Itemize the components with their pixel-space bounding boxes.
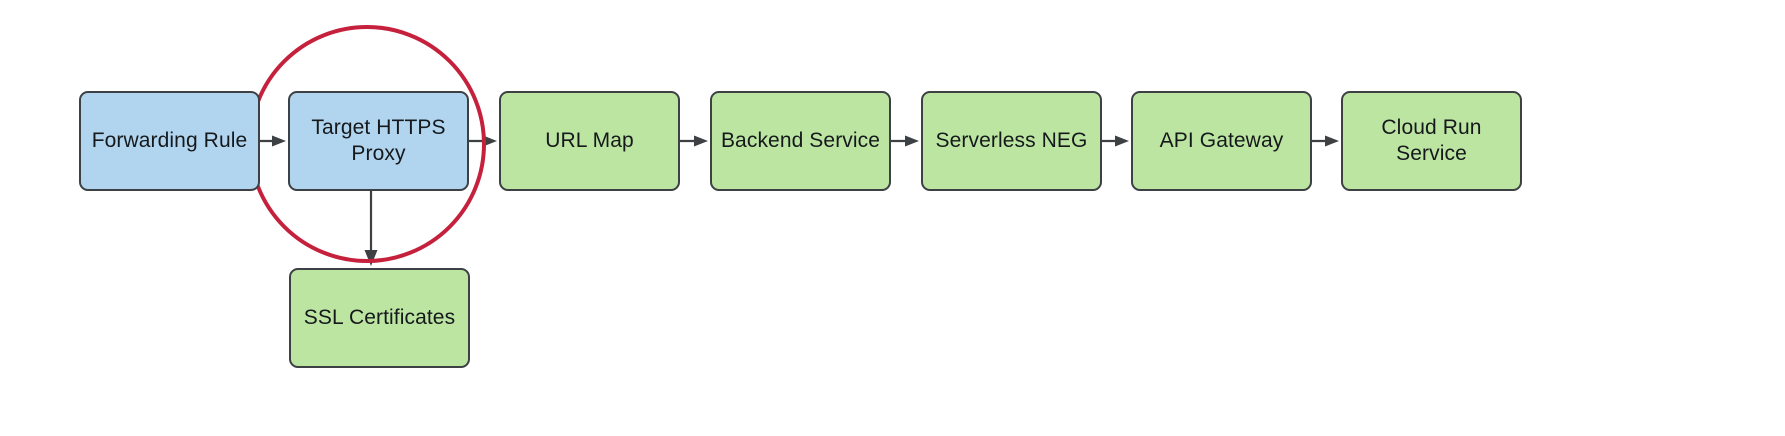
edge-api-gateway-to-cloud-run-service bbox=[1312, 135, 1339, 147]
node-backend-service[interactable]: Backend Service bbox=[710, 91, 891, 191]
node-label: URL Map bbox=[545, 128, 634, 152]
edge-target-https-proxy-to-url-map bbox=[469, 135, 497, 147]
node-label: Backend Service bbox=[720, 128, 881, 152]
node-label: Target HTTPS Proxy bbox=[311, 115, 446, 165]
node-label: Serverless NEG bbox=[935, 128, 1088, 152]
node-label: SSL Certificates bbox=[303, 305, 456, 329]
node-url-map[interactable]: URL Map bbox=[499, 91, 680, 191]
edge-forwarding-rule-to-target-https-proxy bbox=[260, 135, 286, 147]
node-target-https-proxy[interactable]: Target HTTPS Proxy bbox=[288, 91, 469, 191]
node-label: Forwarding Rule bbox=[91, 128, 248, 152]
edge-backend-service-to-serverless-neg bbox=[891, 135, 919, 147]
node-forwarding-rule[interactable]: Forwarding Rule bbox=[79, 91, 260, 191]
node-label: API Gateway bbox=[1159, 128, 1284, 152]
node-ssl-certificates[interactable]: SSL Certificates bbox=[289, 268, 470, 368]
node-serverless-neg[interactable]: Serverless NEG bbox=[921, 91, 1102, 191]
node-api-gateway[interactable]: API Gateway bbox=[1131, 91, 1312, 191]
edge-target-https-proxy-to-ssl-certificates bbox=[364, 191, 378, 266]
node-cloud-run-service[interactable]: Cloud Run Service bbox=[1341, 91, 1522, 191]
node-label: Cloud Run Service bbox=[1381, 115, 1482, 165]
edge-serverless-neg-to-api-gateway bbox=[1102, 135, 1129, 147]
edge-url-map-to-backend-service bbox=[680, 135, 708, 147]
